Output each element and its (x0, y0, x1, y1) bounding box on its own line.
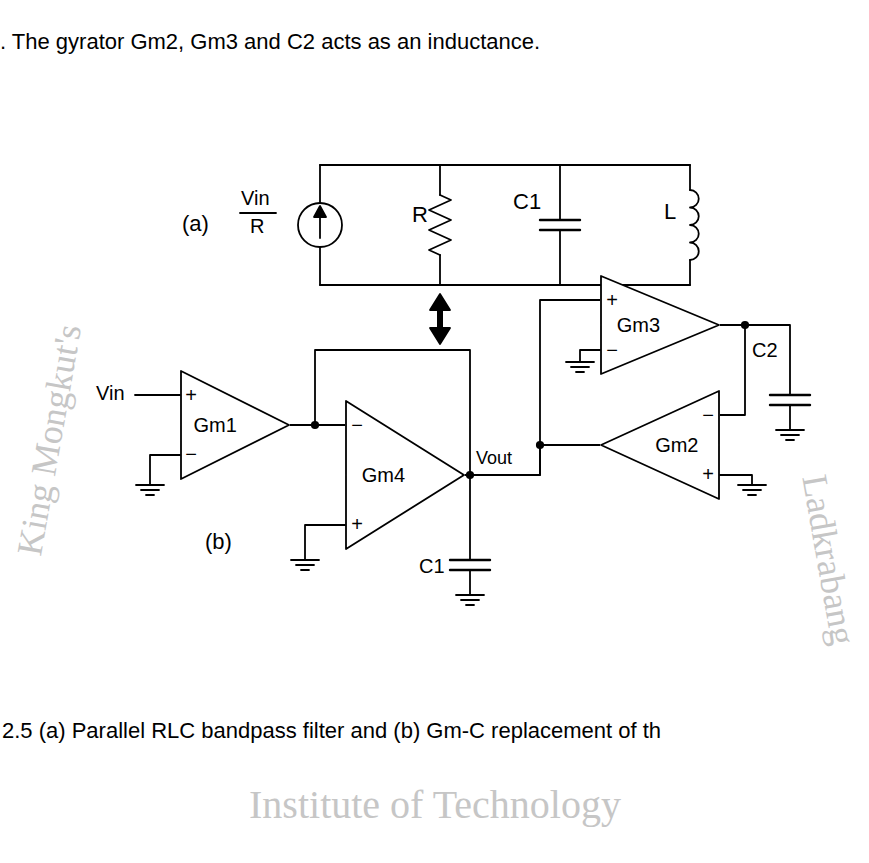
ota-triangle (601, 391, 719, 499)
pin-sign: + (351, 514, 363, 535)
schematic-art (135, 165, 810, 605)
ground-symbol (776, 430, 804, 440)
signal-wire (135, 325, 790, 595)
capacitor-symbol (450, 569, 490, 571)
signal-wire (469, 570, 471, 595)
equivalence-arrow (430, 294, 450, 344)
component-label: Vout (476, 449, 512, 468)
capacitor-symbol (559, 165, 561, 220)
equivalence-arrow (437, 308, 443, 330)
figure-caption: 2.5 (a) Parallel RLC bandpass filter and… (2, 718, 661, 744)
signal-wire (465, 445, 600, 475)
signal-wire (469, 475, 471, 560)
pin-sign: + (185, 385, 197, 406)
capacitor-symbol (559, 230, 561, 285)
signal-wire (720, 325, 745, 415)
resistor-symbol (439, 255, 441, 285)
component-label: R (412, 203, 428, 226)
equivalence-arrow (430, 328, 450, 344)
fraction-bar (240, 212, 276, 214)
resistor-symbol (429, 165, 451, 285)
pin-sign: + (702, 464, 714, 485)
inductor-symbol (689, 260, 691, 285)
watermark-text: Institute of Technology (249, 784, 621, 826)
inductor-symbol (689, 165, 691, 190)
ota-triangle (181, 371, 289, 479)
inductor-symbol (690, 190, 699, 260)
signal-wire (745, 325, 790, 395)
current-source-symbol (298, 165, 342, 285)
component-label: Vin (241, 188, 270, 209)
rlc-wire (320, 284, 690, 286)
ota-amplifier: Gm4 − + (345, 400, 465, 550)
watermark-text: Ladkrabang (794, 472, 861, 648)
capacitor-symbol (540, 165, 580, 285)
capacitor-symbol (450, 559, 490, 561)
signal-wire (305, 525, 345, 560)
fraction-bar (240, 212, 276, 214)
equivalence-arrow (430, 294, 450, 310)
signal-wire (135, 394, 180, 396)
signal-wire (580, 350, 600, 362)
ground-symbol (291, 560, 319, 570)
component-label: Vin (96, 383, 125, 404)
signal-wire (789, 405, 791, 430)
ground-symbol (738, 485, 766, 495)
signal-wire (720, 475, 752, 485)
ota-amplifier: Gm1 + − (180, 370, 290, 480)
ota-triangle (346, 401, 464, 549)
pin-sign: + (606, 290, 618, 311)
component-label: L (664, 200, 676, 223)
ota-name: Gm4 (362, 465, 405, 486)
ground-symbol (566, 362, 594, 372)
pin-sign: − (606, 340, 618, 361)
component-label: C1 (419, 556, 445, 577)
rlc-wire (320, 165, 690, 285)
ground-symbol (136, 362, 804, 605)
body-text: . The gyrator Gm2, Gm3 and C2 acts as an… (0, 30, 540, 53)
inductor-symbol (690, 165, 699, 285)
rlc-wire (320, 164, 690, 166)
pin-sign: − (351, 415, 363, 436)
watermark-text: King Mongkut's (11, 322, 89, 559)
ota-amplifier: Gm2− + (600, 390, 720, 500)
ota-name: Gm2 (655, 435, 698, 456)
resistor-symbol (439, 165, 441, 195)
current-source-symbol (319, 247, 321, 285)
component-label: C1 (513, 190, 541, 213)
current-source-symbol (319, 165, 321, 203)
component-label: (b) (205, 530, 232, 553)
ground-symbol (456, 595, 484, 605)
signal-wire (150, 455, 180, 485)
component-label: C2 (752, 340, 778, 361)
ota-triangle (601, 276, 719, 374)
capacitor-symbol (770, 394, 810, 396)
component-label: R (250, 216, 264, 237)
signal-wire (465, 300, 600, 475)
pin-sign: − (702, 405, 714, 426)
component-label: (a) (182, 212, 209, 235)
capacitor-symbol (770, 404, 810, 406)
ota-name: Gm3 (617, 315, 660, 336)
current-source-symbol (298, 203, 342, 247)
ota-amplifier: Gm3 + − (600, 275, 720, 375)
resistor-symbol (429, 195, 451, 255)
current-source-symbol (314, 206, 326, 217)
capacitor-symbol (540, 219, 580, 221)
ota-name: Gm1 (194, 415, 237, 436)
signal-wire (290, 424, 345, 426)
pin-sign: − (185, 444, 197, 465)
capacitor-symbol (450, 395, 810, 570)
ground-symbol (136, 485, 164, 495)
